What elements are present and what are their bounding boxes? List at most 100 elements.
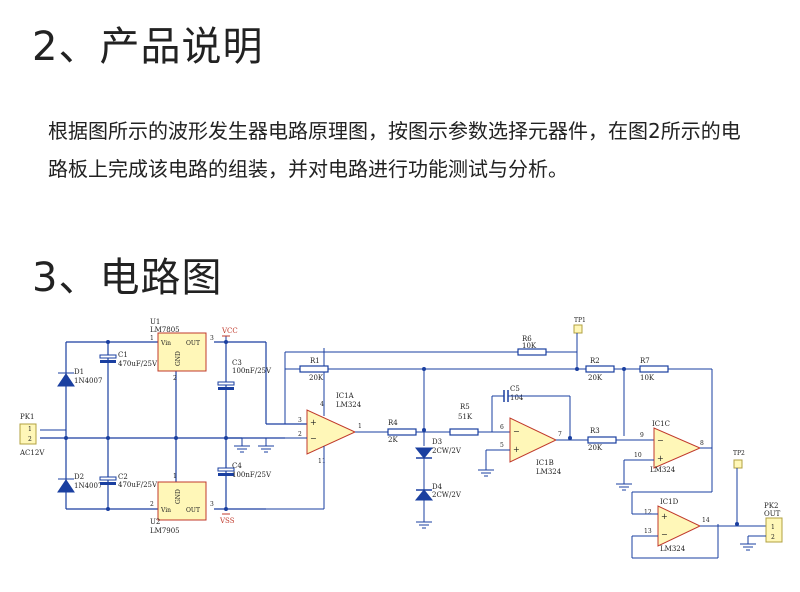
- r3-value: 20K: [588, 444, 603, 452]
- pk1-ref: PK1: [20, 413, 34, 421]
- r6-value: 10K: [522, 342, 537, 350]
- d2-ref: D2: [74, 473, 84, 481]
- tp1-label: TP1: [574, 317, 586, 324]
- ic1a-ref: IC1A: [336, 392, 355, 400]
- u1-pin-vin: Vin: [160, 340, 171, 347]
- r7-value: 10K: [640, 374, 655, 382]
- r7-ref: R7: [640, 357, 650, 365]
- ic1a-opamp: [306, 409, 357, 455]
- ic1b-part: LM324: [536, 468, 562, 476]
- ic1d-pin13: 13: [644, 528, 652, 535]
- c2-capacitor: [99, 476, 117, 485]
- c1-capacitor: [99, 354, 117, 363]
- d1-ref: D1: [74, 368, 84, 376]
- ic1d-ref: IC1D: [660, 498, 679, 506]
- r3-ref: R3: [590, 427, 600, 435]
- power-wires: [40, 341, 307, 510]
- u1-pin-out: OUT: [186, 340, 200, 347]
- r3-resistor: [587, 436, 617, 444]
- ic1a-wires: [266, 348, 388, 510]
- u1-pin3: 3: [210, 335, 214, 342]
- ic1a-part: LM324: [336, 401, 362, 409]
- u1-pin1: 1: [150, 335, 154, 342]
- r1-resistor: [299, 365, 329, 373]
- r7-resistor: [639, 365, 669, 373]
- ground-symbol-3: [416, 521, 432, 529]
- r4-ref: R4: [388, 419, 398, 427]
- ic1a-pin1: 1: [358, 423, 362, 430]
- pk1-pin1: 1: [28, 426, 32, 433]
- ic1c-plus: +: [657, 454, 664, 463]
- junction-dots: [64, 340, 739, 526]
- c4-value: 100nF/25V: [232, 471, 272, 479]
- ic1b-opamp: [509, 417, 558, 463]
- ground-symbol-4: [478, 469, 494, 477]
- d2-diode: [57, 478, 75, 493]
- u2-pin-out: OUT: [186, 507, 200, 514]
- u2-pin2: 2: [150, 501, 154, 508]
- ic1c-pin9: 9: [640, 432, 644, 439]
- d1-diode: [57, 372, 75, 387]
- tp1-testpoint: [573, 324, 583, 334]
- u2-part: LM7905: [150, 527, 180, 535]
- r1-ref: R1: [310, 357, 320, 365]
- d4-value: 2CW/2V: [432, 491, 462, 499]
- ic1c-pin10: 10: [634, 452, 642, 459]
- u1-part: LM7805: [150, 326, 180, 334]
- pk2-label: OUT: [764, 510, 781, 518]
- d4-ref: D4: [432, 483, 443, 491]
- ic1b-ref: IC1B: [536, 459, 554, 467]
- c4-capacitor: [217, 467, 235, 476]
- ic1d-pin12: 12: [644, 509, 652, 516]
- circuit-schematic: PK1 1 2 AC12V D1 1N4007 D2 1N4007 C1 470…: [19, 317, 783, 559]
- r2-value: 20K: [588, 374, 603, 382]
- r6-ref: R6: [522, 335, 532, 343]
- d1-value: 1N4007: [74, 377, 102, 385]
- d3-zener: [414, 447, 434, 459]
- ground-symbol-1: [234, 438, 250, 453]
- d2-value: 1N4007: [74, 482, 102, 490]
- ic1d-minus: −: [661, 530, 668, 539]
- ic1a-pin4: 4: [320, 401, 324, 408]
- vcc-label: VCC: [221, 327, 238, 335]
- r5-resistor: [449, 428, 479, 436]
- ic1b-plus: +: [513, 445, 520, 454]
- ic1c-pin8: 8: [700, 440, 704, 447]
- ic1c-minus: −: [657, 436, 664, 445]
- tp2-label: TP2: [733, 450, 745, 457]
- d3-value: 2CW/2V: [432, 447, 462, 455]
- u2-regulator: [157, 481, 207, 521]
- d3-ref: D3: [432, 438, 442, 446]
- ic1b-pin5: 5: [500, 442, 504, 449]
- u1-ref: U1: [150, 318, 160, 326]
- c5-ref: C5: [510, 385, 520, 393]
- u2-pin-vin: Vin: [160, 507, 171, 514]
- ic1b-pin7: 7: [558, 431, 562, 438]
- ic1a-plus: +: [310, 418, 317, 427]
- u2-pin-gnd: GND: [175, 489, 182, 504]
- vss-label: VSS: [219, 517, 235, 525]
- ic1a-minus: −: [310, 434, 317, 443]
- r4-value: 2K: [388, 436, 398, 444]
- u2-pin3: 3: [210, 501, 214, 508]
- r5-ref: R5: [460, 403, 470, 411]
- r4-resistor: [387, 428, 417, 436]
- u1-pin-gnd: GND: [175, 351, 182, 366]
- u2-pin1: 1: [173, 473, 177, 480]
- pk1-connector: [19, 423, 37, 445]
- c2-ref: C2: [118, 473, 128, 481]
- ground-symbol-5: [616, 483, 632, 491]
- ic1a-pin3: 3: [298, 417, 302, 424]
- pk2-connector: [765, 517, 783, 543]
- c3-value: 100nF/25V: [232, 367, 272, 375]
- pk1-pin2: 2: [28, 436, 32, 443]
- ic1a-pin2: 2: [298, 431, 302, 438]
- c1-ref: C1: [118, 351, 128, 359]
- ground-symbol-2: [258, 438, 274, 453]
- tp2-testpoint: [733, 459, 743, 469]
- ic1c-ref: IC1C: [652, 420, 670, 428]
- ground-symbol-6: [740, 543, 756, 551]
- pk2-ref: PK2: [764, 502, 778, 510]
- ic1b-pin6: 6: [500, 424, 504, 431]
- d4-zener: [414, 489, 434, 501]
